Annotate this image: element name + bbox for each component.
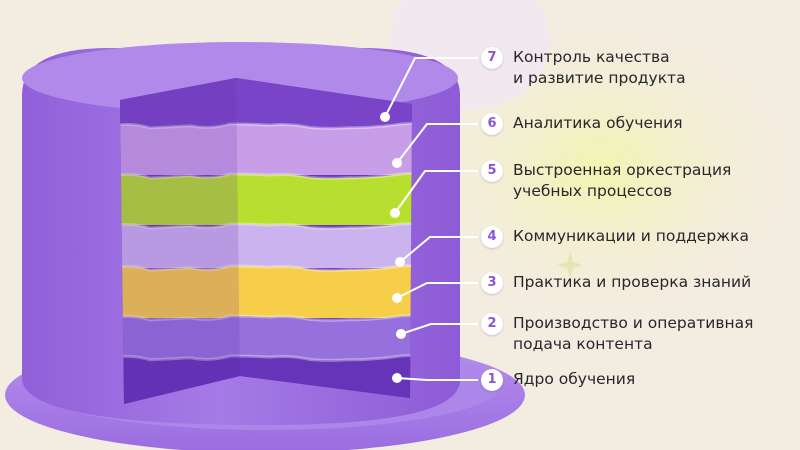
layer-number-badge: 7 [481, 47, 503, 69]
layer-label-line: учебных процессов [513, 182, 673, 200]
layer-label: Ядро обучения [513, 369, 795, 390]
layer-number-badge: 2 [481, 313, 503, 335]
layer-label-line: Контроль качества [513, 48, 670, 66]
cake-layer-2 [120, 315, 412, 360]
leader-line-3 [396, 282, 478, 299]
layer-label: Коммуникации и поддержка [513, 226, 795, 247]
leader-line-2 [400, 323, 478, 335]
layer-dot-7 [380, 112, 390, 122]
leader-line-6 [396, 123, 478, 164]
layer-label-line: подача контента [513, 335, 653, 353]
cake-layer-highlight [120, 263, 412, 272]
cake-layer-highlight [120, 221, 412, 230]
cake-layer-6 [120, 123, 412, 175]
layer-number-badge: 3 [481, 272, 503, 294]
layer-dot-3 [392, 293, 402, 303]
cake-layer-highlight [120, 353, 412, 362]
layer-number-badge: 5 [481, 160, 503, 182]
layer-label-line: Ядро обучения [513, 370, 636, 388]
layer-label: Аналитика обучения [513, 113, 795, 134]
layer-label: Выстроенная оркестрация учебных процессов [513, 160, 795, 202]
layer-label-line: и развитие продукта [513, 69, 686, 87]
layer-label-line: Выстроенная оркестрация [513, 161, 732, 179]
cake-layer-highlight [120, 171, 412, 180]
layer-dot-1 [392, 373, 402, 383]
leader-line-5 [394, 170, 478, 214]
layer-dot-2 [396, 329, 406, 339]
layer-label: Производство и оперативная подача контент… [513, 313, 795, 355]
leader-line-1 [396, 377, 478, 381]
cake-layer-3 [120, 265, 412, 318]
layer-dot-5 [390, 208, 400, 218]
leader-line-4 [399, 236, 478, 263]
layer-number-badge: 6 [481, 113, 503, 135]
cake-layer-highlight [120, 121, 412, 130]
layer-label: Практика и проверка знаний [513, 272, 795, 293]
layer-number-badge: 1 [481, 369, 503, 391]
cake-layer-highlight [120, 313, 412, 322]
layer-label-line: Коммуникации и поддержка [513, 227, 749, 245]
leader-line-7 [384, 57, 478, 118]
layer-label-line: Производство и оперативная [513, 314, 754, 332]
layer-label: Контроль качества и развитие продукта [513, 47, 795, 89]
layer-dot-6 [392, 158, 402, 168]
cake-layer-5 [120, 173, 412, 225]
layer-number-badge: 4 [481, 226, 503, 248]
layer-label-line: Практика и проверка знаний [513, 273, 752, 291]
layer-dot-4 [395, 257, 405, 267]
cake-layer-4 [120, 223, 412, 268]
layer-label-line: Аналитика обучения [513, 114, 683, 132]
